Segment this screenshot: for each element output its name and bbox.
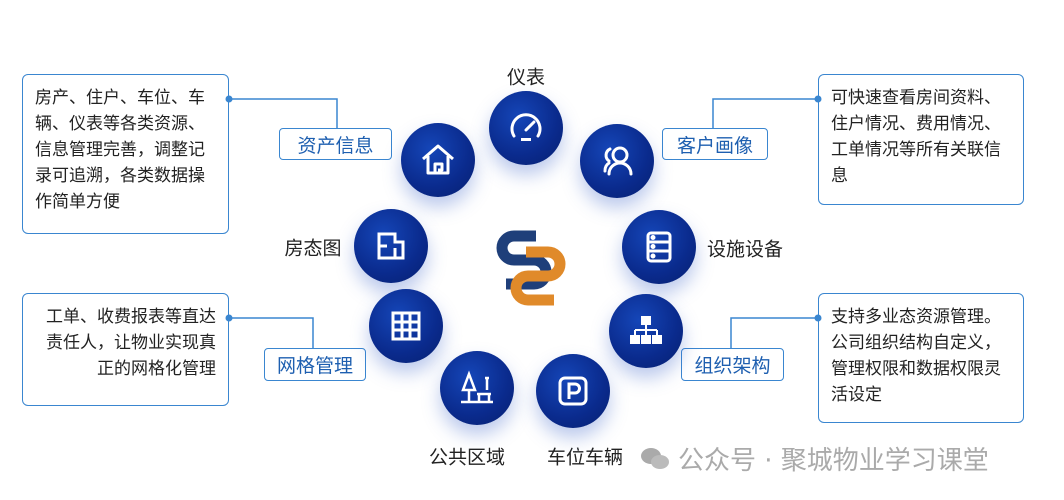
- public-area-node: [440, 351, 514, 425]
- floorplan-icon: [377, 232, 405, 260]
- customer-node: [580, 124, 654, 198]
- meter-node: [489, 91, 563, 165]
- connector-dot: [814, 314, 822, 322]
- user-group-icon: [603, 146, 633, 176]
- facility-node: [622, 210, 696, 284]
- label-parking: 车位车辆: [546, 446, 624, 469]
- watermark: 公众号 · 聚城物业学习课堂: [640, 440, 989, 477]
- house-icon: [422, 144, 454, 175]
- grid-management-description: 工单、收费报表等直达责任人，让物业实现真正的网格化管理: [22, 293, 229, 406]
- tag-org-structure: 组织架构: [681, 348, 784, 381]
- watermark-text: 公众号 · 聚城物业学习课堂: [678, 446, 989, 476]
- label-room-status: 房态图: [284, 237, 342, 260]
- parking-icon: [558, 376, 588, 406]
- server-icon: [646, 231, 672, 263]
- company-logo: [496, 230, 566, 306]
- connector-dot: [814, 95, 822, 103]
- label-public-area: 公共区域: [428, 446, 506, 469]
- wechat-icon: [641, 447, 669, 469]
- connector-dot: [225, 95, 233, 103]
- room-status-node: [354, 209, 428, 283]
- grid-node: [369, 289, 443, 363]
- tag-asset-info: 资产信息: [279, 128, 392, 160]
- tag-customer-profile: 客户画像: [662, 128, 768, 160]
- grid-icon: [391, 311, 421, 341]
- customer-profile-description: 可快速查看房间资料、住户情况、费用情况、工单情况等所有关联信息: [818, 74, 1024, 205]
- org-chart-icon: [630, 316, 662, 344]
- connector-dot: [225, 314, 233, 322]
- org-node: [609, 294, 683, 368]
- parking-node: [536, 354, 610, 428]
- asset-info-description: 房产、住户、车位、车辆、仪表等各类资源、信息管理完善，调整记录可追溯，各类数据操…: [22, 74, 229, 234]
- label-meter: 仪表: [506, 66, 546, 89]
- park-icon: [461, 370, 493, 404]
- label-facility: 设施设备: [706, 238, 784, 261]
- asset-node: [401, 123, 475, 197]
- tag-grid-management: 网格管理: [264, 348, 366, 381]
- speedometer-icon: [510, 113, 542, 141]
- org-structure-description: 支持多业态资源管理。公司组织结构自定义，管理权限和数据权限灵活设定: [818, 293, 1024, 423]
